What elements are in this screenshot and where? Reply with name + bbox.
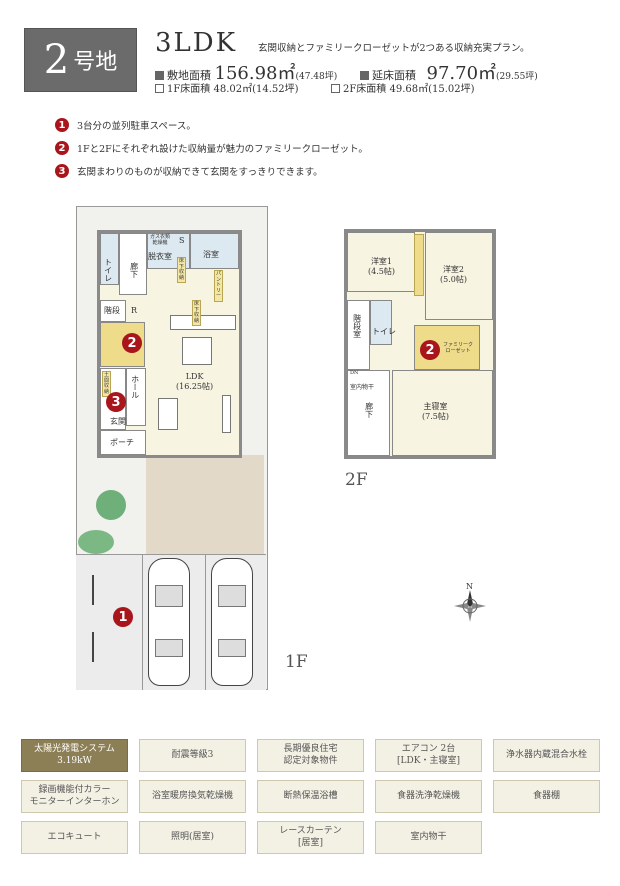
label-underfloor-storage: 床下収納 xyxy=(192,300,202,326)
label-hall: ホール xyxy=(130,375,140,399)
room-toilet-1f xyxy=(100,233,119,285)
label-indoor-drying: 室内物干 xyxy=(350,384,375,391)
label-bath: 浴室 xyxy=(203,250,219,259)
label-s: S xyxy=(179,236,185,245)
label-entrance: 玄関 xyxy=(110,417,126,426)
label-dressing: 脱衣室 xyxy=(148,252,172,261)
label-corridor: 廊下 xyxy=(129,262,139,278)
f1-area: 1F床面積 48.02㎡(14.52坪) xyxy=(155,80,299,95)
equipment-item: 室内物干 xyxy=(375,821,482,854)
room-porch xyxy=(100,430,146,455)
label-western2: 洋室2(5.0帖) xyxy=(440,265,467,284)
kitchen-counter xyxy=(170,315,236,330)
sofa xyxy=(158,398,178,430)
f2-area: 2F床面積 49.68㎡(15.02坪) xyxy=(331,80,475,95)
label-ldk: LDK(16.25帖) xyxy=(176,372,214,391)
lot-suffix: 号地 xyxy=(73,50,118,75)
lot-badge: 2 号地 xyxy=(24,28,137,92)
equipment-item: 断熱保温浴槽 xyxy=(257,780,364,813)
layout-type: 3LDK xyxy=(155,28,238,58)
site-area: 敷地面積 156.98㎡(47.48坪) xyxy=(155,59,337,85)
closet xyxy=(414,234,424,296)
label-toilet: トイレ xyxy=(103,258,113,282)
equipment-item: 録画機能付カラー モニターインターホン xyxy=(21,780,128,813)
label-r: R xyxy=(131,306,138,315)
room-stairs-2f xyxy=(347,300,370,370)
room-corridor-2f xyxy=(347,370,390,456)
floor-area: 延床面積 97.70㎡(29.55坪) xyxy=(360,59,538,85)
label-corridor: 廊下 xyxy=(364,402,374,418)
shrubs xyxy=(78,530,114,554)
catchcopy: 玄関収納とファミリークローゼットが2つある収納充実プラン。 xyxy=(258,43,530,54)
floor-label-1f: 1F xyxy=(285,652,308,672)
label-stairs: 階段 xyxy=(104,306,120,315)
bicycle-icon xyxy=(92,575,94,605)
equipment-item: 浴室暖房換気乾燥機 xyxy=(139,780,246,813)
room-western2 xyxy=(425,232,493,320)
marker-1: 1 xyxy=(113,607,133,627)
tv-board xyxy=(222,395,231,433)
label-toilet: トイレ xyxy=(372,327,396,336)
equipment-item: 食器棚 xyxy=(493,780,600,813)
room-master xyxy=(392,370,493,456)
label-pantry: パントリー xyxy=(214,270,224,302)
garden xyxy=(146,455,264,555)
label-dn: DN xyxy=(350,370,359,376)
label-stairs-room: 階段室 xyxy=(352,314,362,338)
marker-3: 3 xyxy=(106,392,126,412)
floor-label-2f: 2F xyxy=(345,470,368,490)
marker-2-2f: 2 xyxy=(420,340,440,360)
label-dryer: ガス衣類乾燥機 xyxy=(149,234,170,246)
shrubs xyxy=(96,490,126,520)
equipment-item: 食器洗浄乾燥機 xyxy=(375,780,482,813)
bicycle-icon xyxy=(92,632,94,662)
dining-table xyxy=(182,337,212,365)
label-porch: ポーチ xyxy=(110,438,134,447)
equipment-item: エコキュート xyxy=(21,821,128,854)
room-toilet-2f xyxy=(370,300,392,345)
equipment-item: 太陽光発電システム 3.19kW xyxy=(21,739,128,772)
label-family-closet: ファミリークローゼット xyxy=(442,342,473,354)
label-underfloor-storage: 床下収納 xyxy=(177,257,187,283)
marker-2-1f: 2 xyxy=(122,333,142,353)
lot-number: 2 xyxy=(43,37,70,83)
label-master: 主寝室(7.5帖) xyxy=(422,402,449,421)
label-western1: 洋室1(4.5帖) xyxy=(368,257,395,276)
equipment-item: 長期優良住宅 認定対象物件 xyxy=(257,739,364,772)
room-stairs-1f xyxy=(100,300,126,322)
room-hall xyxy=(126,368,146,426)
equipment-item: 耐震等級3 xyxy=(139,739,246,772)
room-corridor-1f xyxy=(119,233,147,295)
equipment-item: エアコン 2台 [LDK・主寝室] xyxy=(375,739,482,772)
compass-icon xyxy=(454,590,486,622)
car-icon xyxy=(148,558,190,686)
compass: N xyxy=(452,582,488,622)
car-icon xyxy=(211,558,253,686)
room-bath xyxy=(190,233,239,269)
equipment-item: 照明(居室) xyxy=(139,821,246,854)
equipment-item: 浄水器内蔵混合水栓 xyxy=(493,739,600,772)
equipment-item: レースカーテン [居室] xyxy=(257,821,364,854)
compass-north-label: N xyxy=(466,582,473,591)
